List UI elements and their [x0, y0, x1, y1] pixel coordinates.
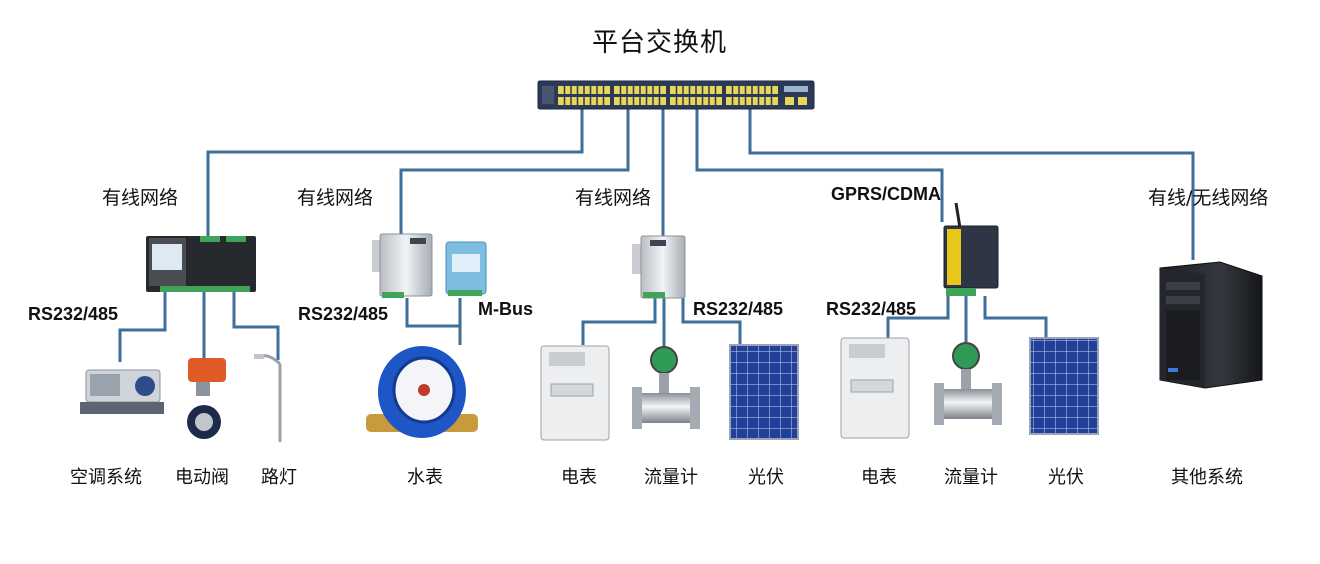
device-label-solar-1: 光伏: [748, 467, 784, 488]
link-converter-to-mbus: [405, 298, 462, 328]
link-controller-to-streetlight: [232, 292, 280, 360]
street-light: [254, 354, 282, 442]
device-label-streetlight: 路灯: [261, 467, 297, 488]
mbus-converter: [445, 241, 487, 296]
protocol-label-rs232-485-3: RS232/485: [693, 299, 784, 319]
electricity-meter-1: [540, 345, 610, 441]
network-label-wired-1: 有线网络: [102, 187, 179, 209]
aircon-chiller: [80, 369, 164, 414]
page-title: 平台交换机: [592, 28, 728, 58]
link-gprs-to-solar: [983, 296, 1048, 338]
solar-panel-2: [1029, 337, 1099, 435]
link-switch-to-server: [748, 108, 1195, 260]
flow-meter-2: [934, 342, 1002, 425]
device-label-watermeter: 水表: [407, 467, 443, 488]
device-label-flowmeter-1: 流量计: [644, 467, 698, 488]
device-label-aircon: 空调系统: [70, 467, 142, 488]
link-converter2-to-meter: [581, 298, 657, 345]
controller-device: [146, 236, 256, 292]
link-switch-to-controller: [206, 108, 584, 236]
device-label-electricity-meter-2: 电表: [861, 467, 897, 488]
link-switch-to-gprs: [695, 108, 944, 222]
solar-panel-1: [729, 344, 799, 440]
protocol-label-rs232-485-4: RS232/485: [826, 299, 917, 319]
device-label-other-systems: 其他系统: [1171, 467, 1243, 488]
switch-port-banks: [558, 86, 778, 105]
network-label-gprs-cdma: GPRS/CDMA: [831, 184, 942, 204]
network-label-wired-2: 有线网络: [297, 187, 374, 209]
link-switch-to-converter-1: [399, 108, 630, 238]
connection-lines: [118, 108, 1195, 362]
serial-converter-1: [372, 233, 433, 298]
gprs-dtu: [943, 202, 999, 296]
flow-meter-1: [632, 346, 700, 429]
electricity-meter-2: [840, 337, 910, 439]
device-label-flowmeter-2: 流量计: [944, 467, 998, 488]
network-label-wired-wireless: 有线/无线网络: [1148, 187, 1269, 209]
device-label-solar-2: 光伏: [1048, 467, 1084, 488]
device-label-electricity-meter-1: 电表: [561, 467, 597, 488]
link-gprs-to-meter: [886, 296, 950, 338]
network-label-wired-3: 有线网络: [575, 187, 652, 209]
protocol-label-mbus: M-Bus: [478, 299, 533, 319]
protocol-label-rs232-485-1: RS232/485: [28, 304, 119, 324]
link-converter2-to-solar: [681, 298, 742, 345]
platform-switch: [537, 80, 815, 110]
tower-server: [1159, 261, 1263, 389]
device-label-valve: 电动阀: [175, 467, 229, 488]
water-meter: [366, 346, 478, 438]
link-controller-to-aircon: [118, 292, 167, 362]
protocol-label-rs232-485-2: RS232/485: [298, 304, 389, 324]
electric-valve: [187, 358, 226, 439]
serial-converter-2: [632, 235, 686, 299]
